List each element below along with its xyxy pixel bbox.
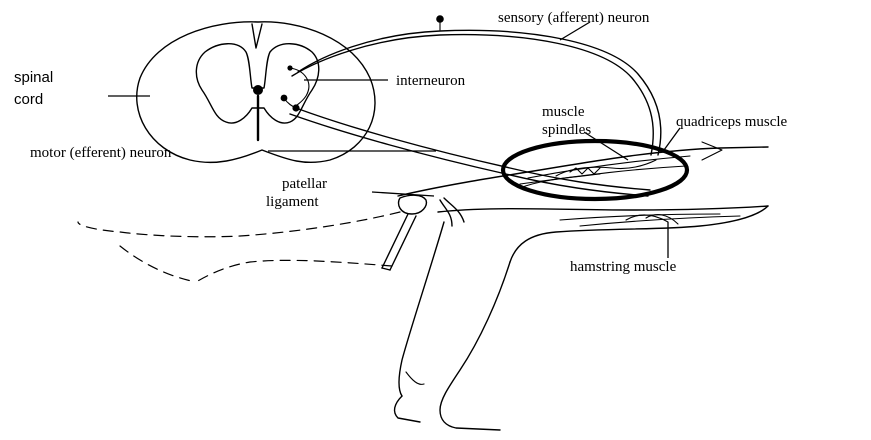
quadriceps-leader [664, 128, 680, 150]
spinal-cord [137, 22, 375, 163]
muscle-spindle [556, 160, 656, 176]
label-quadriceps-muscle: quadriceps muscle [676, 114, 788, 130]
label-spinal: spinal [14, 69, 53, 86]
label-interneuron: interneuron [396, 73, 466, 89]
sensory-neuron [292, 15, 661, 155]
label-motor-neuron: motor (efferent) neuron [30, 145, 172, 161]
raised-leg-dashed [78, 212, 400, 282]
label-ligament: ligament [266, 194, 319, 210]
leg [382, 142, 768, 430]
label-cord: cord [14, 91, 43, 108]
label-patellar: patellar [282, 176, 327, 192]
label-hamstring-muscle: hamstring muscle [570, 259, 677, 275]
label-spindles: spindles [542, 122, 591, 138]
label-sensory-neuron: sensory (afferent) neuron [498, 10, 650, 26]
label-muscle: muscle [542, 104, 585, 120]
motor-neuron [290, 108, 650, 196]
